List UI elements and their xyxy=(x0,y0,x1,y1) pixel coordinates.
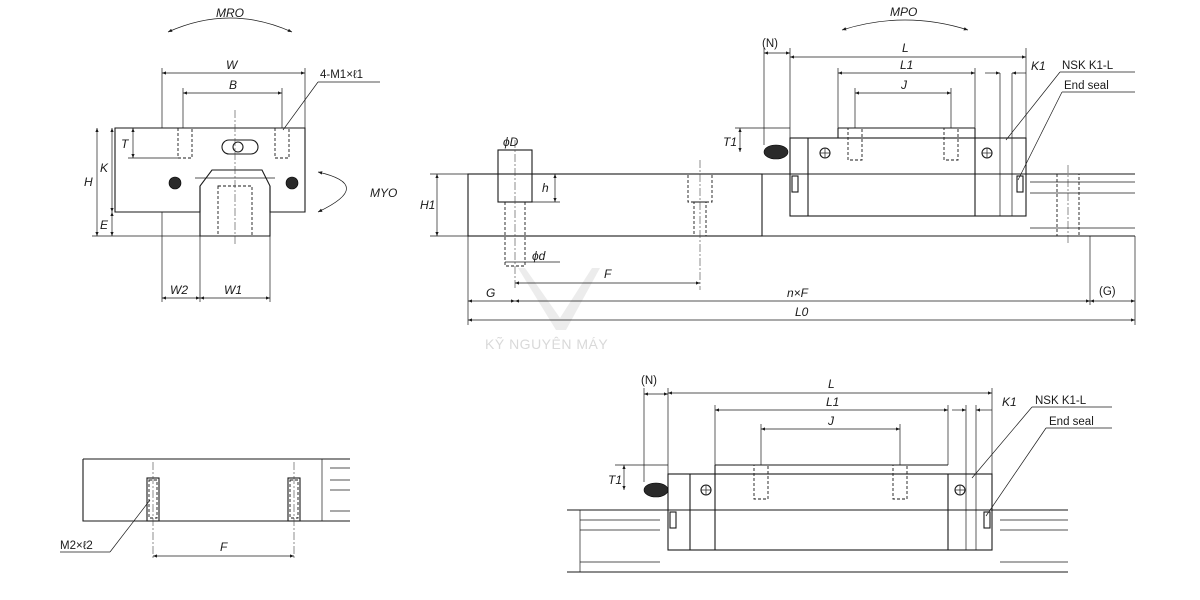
label-g-ref: (G) xyxy=(1099,286,1116,298)
label-w2: W2 xyxy=(170,283,188,297)
carriage-block-outline xyxy=(114,127,306,213)
label-mro: MRO xyxy=(216,6,244,20)
moment-arc-myo xyxy=(317,171,347,213)
label-j: J xyxy=(900,78,908,92)
seal-b-right xyxy=(983,511,991,529)
label-phi-d-small: ϕd xyxy=(532,249,546,263)
label-j-b: J xyxy=(827,414,835,428)
watermark: KỸ NGUYÊN MÁY xyxy=(485,268,608,352)
side-block-b-outline xyxy=(667,473,993,551)
label-nf: n×F xyxy=(787,286,809,300)
grease-nipple-side-icon xyxy=(763,144,789,160)
seal-b-left xyxy=(669,511,677,529)
bolt-hole-right xyxy=(274,127,290,159)
tapped-rail-body xyxy=(82,458,350,522)
grease-nipple-center xyxy=(232,141,244,153)
side-bolt-hole-1 xyxy=(847,127,863,161)
label-h: H xyxy=(84,175,93,189)
side-block-outline xyxy=(789,137,1027,217)
rail-view: ϕD h H1 ϕd F G n×F (G) L0 xyxy=(420,135,1136,325)
side-b-bolt-hole-2 xyxy=(892,464,908,500)
label-k1: K1 xyxy=(1031,59,1046,73)
bolt-hole-left xyxy=(177,127,193,159)
label-w1: W1 xyxy=(224,283,242,297)
side-view-top: MPO (N) L xyxy=(723,5,1135,245)
label-nsk-k1l: NSK K1-L xyxy=(1062,60,1114,72)
label-m2: M2×ℓ2 xyxy=(60,540,93,552)
moment-arc-mpo xyxy=(841,19,969,31)
label-bolt-spec: 4-M1×ℓ1 xyxy=(320,69,363,81)
watermark-text: KỸ NGUYÊN MÁY xyxy=(485,336,608,352)
seal-left xyxy=(791,175,799,193)
label-mpo: MPO xyxy=(890,5,917,19)
side-view-bottom: (N) L L1 J K1 T1 NSK K1-L End seal xyxy=(567,375,1112,573)
rail-body xyxy=(467,173,763,237)
label-g: G xyxy=(486,286,495,300)
label-nsk-k1l-b: NSK K1-L xyxy=(1035,395,1087,407)
label-f-tapped: F xyxy=(220,540,228,554)
label-n-b: (N) xyxy=(641,375,657,387)
label-k: K xyxy=(100,161,109,175)
side-bolt-right-icon xyxy=(285,176,299,190)
front-view: MRO W B 4-M1×ℓ1 T xyxy=(84,6,397,302)
grease-nipple-b-icon xyxy=(643,482,669,498)
label-myo: MYO xyxy=(370,186,397,200)
label-t: T xyxy=(121,137,130,151)
label-w: W xyxy=(226,58,239,72)
label-l: L xyxy=(902,41,909,55)
label-t1: T1 xyxy=(723,135,737,149)
label-h1: H1 xyxy=(420,198,435,212)
side-b-bolt-hole-1 xyxy=(753,464,769,500)
label-e: E xyxy=(100,218,109,232)
label-end-seal-b: End seal xyxy=(1049,416,1094,428)
side-bolt-hole-2 xyxy=(943,127,959,161)
label-phi-d-large: ϕD xyxy=(503,135,519,149)
label-l1: L1 xyxy=(900,58,913,72)
label-b: B xyxy=(229,78,237,92)
label-l-b: L xyxy=(828,377,835,391)
side-bolt-left-icon xyxy=(168,176,182,190)
label-k1-b: K1 xyxy=(1002,395,1017,409)
label-n: (N) xyxy=(762,38,778,50)
label-l0: L0 xyxy=(795,305,809,319)
grease-nipple-front xyxy=(221,139,259,155)
seal-right xyxy=(1016,175,1024,193)
label-end-seal: End seal xyxy=(1064,80,1109,92)
leader-m2 xyxy=(109,499,151,553)
label-h-small: h xyxy=(542,181,549,195)
leader-bolt-spec xyxy=(282,81,319,131)
label-f: F xyxy=(604,267,612,281)
label-t1-b: T1 xyxy=(608,473,622,487)
tapped-rail-view: F M2×ℓ2 xyxy=(60,458,350,560)
moment-arc-mro xyxy=(167,17,293,33)
label-l1-b: L1 xyxy=(826,395,839,409)
